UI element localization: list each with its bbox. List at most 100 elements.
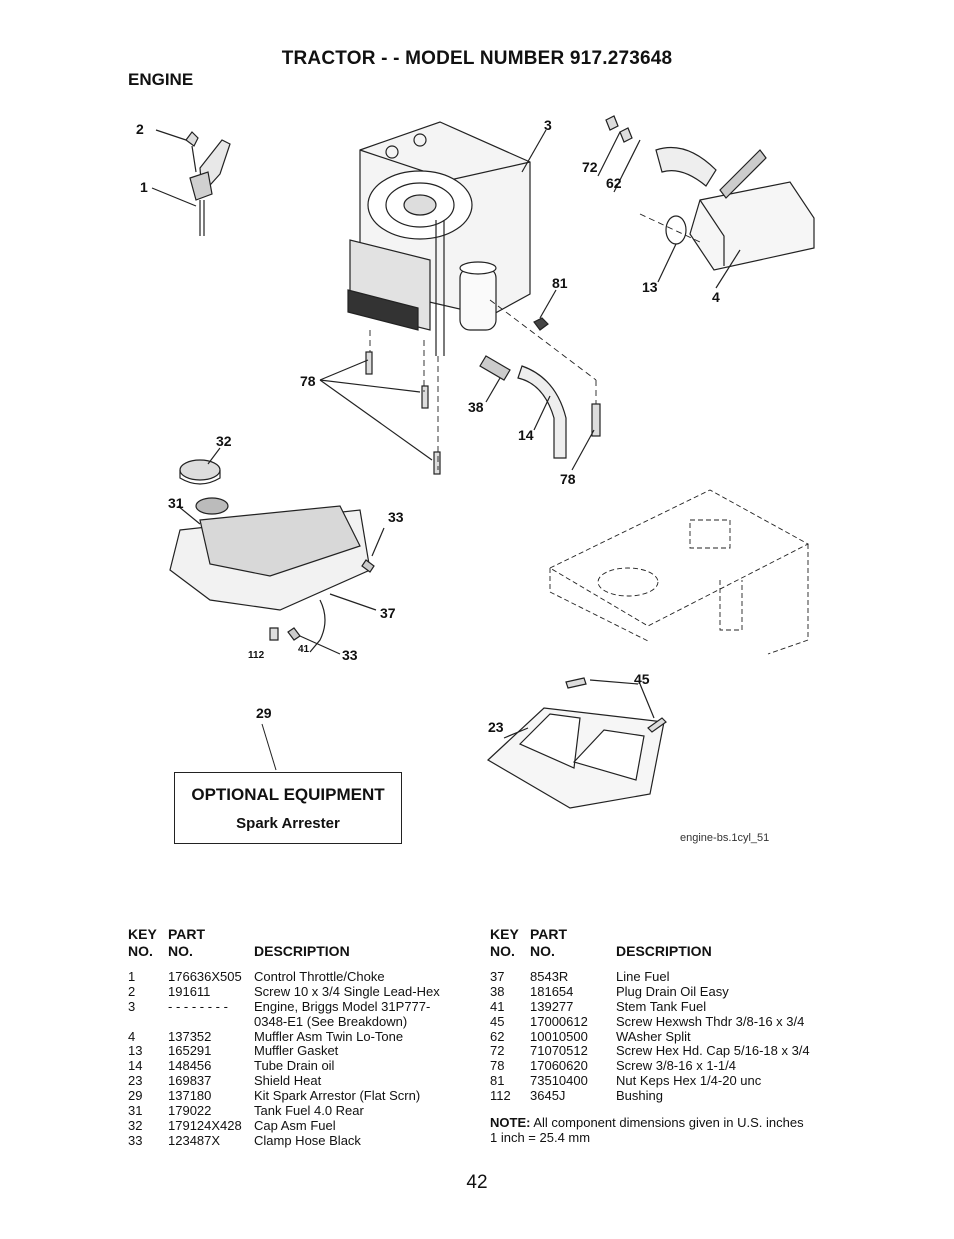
part-no-cell: 17000612: [530, 1013, 588, 1029]
optional-equipment-box: OPTIONAL EQUIPMENT Spark Arrester: [174, 772, 402, 844]
part-no-cell: 71070512: [530, 1043, 588, 1059]
description-cell: Screw Hexwsh Thdr 3/8-16 x 3/4: [616, 1013, 805, 1029]
part-no-cell: 123487X: [168, 1132, 221, 1148]
part-no-cell: - - - - - - - -: [168, 998, 228, 1014]
part-no-cell: 176636X505: [168, 969, 242, 984]
description-cell: Control Throttle/Choke: [254, 969, 385, 984]
drain-fittings-drawing: [319, 289, 601, 475]
optional-equipment-item: Spark Arrester: [236, 815, 340, 832]
key-no-cell: 41: [490, 998, 505, 1014]
callout-33-label: 33: [388, 509, 404, 525]
part-no-cell: 17060620: [530, 1058, 588, 1074]
part-no-cell: 137352: [168, 1028, 212, 1044]
description-cell: Stem Tank Fuel: [616, 998, 707, 1014]
callout-4-label: 4: [712, 289, 720, 305]
key-no-cell: 23: [128, 1073, 143, 1089]
part-header-line1: PART: [168, 926, 206, 942]
description-cell: Muffler Asm Twin Lo-Tone: [254, 1028, 404, 1044]
part-no-cell: 139277: [530, 998, 574, 1014]
muffler-drawing: [597, 115, 815, 289]
part-no-cell: 8543R: [530, 969, 569, 984]
fuel-tank-drawing: [169, 447, 385, 655]
key-no-cell: 2: [128, 983, 136, 999]
figure-id: engine-bs.1cyl_51: [680, 832, 770, 844]
exploded-parts-diagram: 2 1 3 72 62 81 13 4 78 38 14 78 32 31 33…: [136, 115, 815, 809]
key-header-line1: KEY: [128, 926, 157, 942]
part-no-cell: 137180: [168, 1088, 212, 1104]
description-cell: Shield Heat: [254, 1073, 322, 1089]
callout-37-label: 37: [380, 605, 396, 621]
key-no-cell: 13: [128, 1043, 143, 1059]
description-cell: Screw Hex Hd. Cap 5/16-18 x 3/4: [616, 1043, 810, 1059]
part-no-cell: 10010500: [530, 1028, 588, 1044]
key-no-cell: 72: [490, 1043, 505, 1059]
callout-78-label: 78: [560, 471, 576, 487]
part-header-line2: NO.: [530, 943, 555, 959]
page-title: TRACTOR - - MODEL NUMBER 917.273648: [281, 48, 673, 69]
parts-table-right: KEY NO. PART NO. DESCRIPTION 37 8543R Line…: [490, 926, 830, 1104]
frame-outline-drawing: [549, 489, 809, 655]
callout-29-label: 29: [256, 705, 272, 721]
table-row: 2 191611 Screw 10 x 3/4 Single Lead-Hex: [128, 983, 468, 1000]
callout-78-label: 78: [300, 373, 316, 389]
part-no-cell: 148456: [168, 1058, 212, 1074]
table-row: 37 8543R Line Fuel: [490, 969, 830, 985]
description-cell: Muffler Gasket: [254, 1043, 339, 1059]
description-cell: Plug Drain Oil Easy: [616, 983, 729, 999]
table-header: KEY NO. PART NO. DESCRIPTION: [128, 926, 468, 960]
key-no-cell: 29: [128, 1088, 143, 1104]
part-no-cell: 3645J: [530, 1088, 566, 1104]
description-cell: WAsher Split: [616, 1028, 691, 1044]
key-no-cell: 33: [128, 1132, 143, 1148]
key-no-cell: 14: [128, 1058, 143, 1074]
part-no-cell: 73510400: [530, 1073, 588, 1089]
key-header-line1: KEY: [490, 926, 519, 942]
key-no-cell: 78: [490, 1058, 505, 1074]
engine-drawing: [347, 121, 547, 356]
key-no-cell: 31: [128, 1103, 143, 1119]
key-no-cell: 81: [490, 1073, 505, 1089]
note-text: All component dimensions given in U.S. i…: [490, 1115, 804, 1145]
callout-41-label: 41: [298, 644, 310, 655]
table-header: KEY NO. PART NO. DESCRIPTION: [490, 926, 830, 960]
key-no-cell: 32: [128, 1117, 143, 1133]
key-header-line2: NO.: [490, 943, 515, 959]
part-no-cell: 179124X428: [168, 1117, 242, 1133]
description-cell: Bushing: [616, 1088, 663, 1104]
callout-1-label: 2: [136, 121, 144, 137]
callout-112-label: 112: [248, 650, 265, 661]
description-cell: 0348-E1 (See Breakdown): [254, 1013, 408, 1029]
callout-72-label: 72: [582, 159, 598, 175]
callout-62-label: 62: [606, 175, 622, 191]
note: NOTE: All component dimensions given in …: [490, 1115, 810, 1145]
description-cell: Screw 10 x 3/4 Single Lead-Hex: [254, 983, 440, 999]
key-no-cell: 38: [490, 983, 505, 999]
callout-2-label: 1: [140, 179, 148, 195]
callout-38-label: 38: [468, 399, 484, 415]
throttle-control-drawing: [151, 129, 231, 236]
callout-32-label: 32: [216, 433, 232, 449]
table-row: 0348-E1 (See Breakdown): [128, 1013, 468, 1030]
key-header-line2: NO.: [128, 943, 153, 959]
part-no-cell: 191611: [168, 983, 211, 999]
description-cell: Line Fuel: [616, 969, 670, 984]
key-no-cell: 37: [490, 969, 505, 984]
part-no-cell: 169837: [168, 1073, 212, 1089]
description-cell: Clamp Hose Black: [254, 1132, 361, 1148]
table-row: 3- - - - - - - -Engine, Briggs Model 31P…: [128, 998, 468, 1015]
callout-13-label: 13: [642, 279, 658, 295]
optional-equipment-title: OPTIONAL EQUIPMENT: [191, 785, 385, 804]
